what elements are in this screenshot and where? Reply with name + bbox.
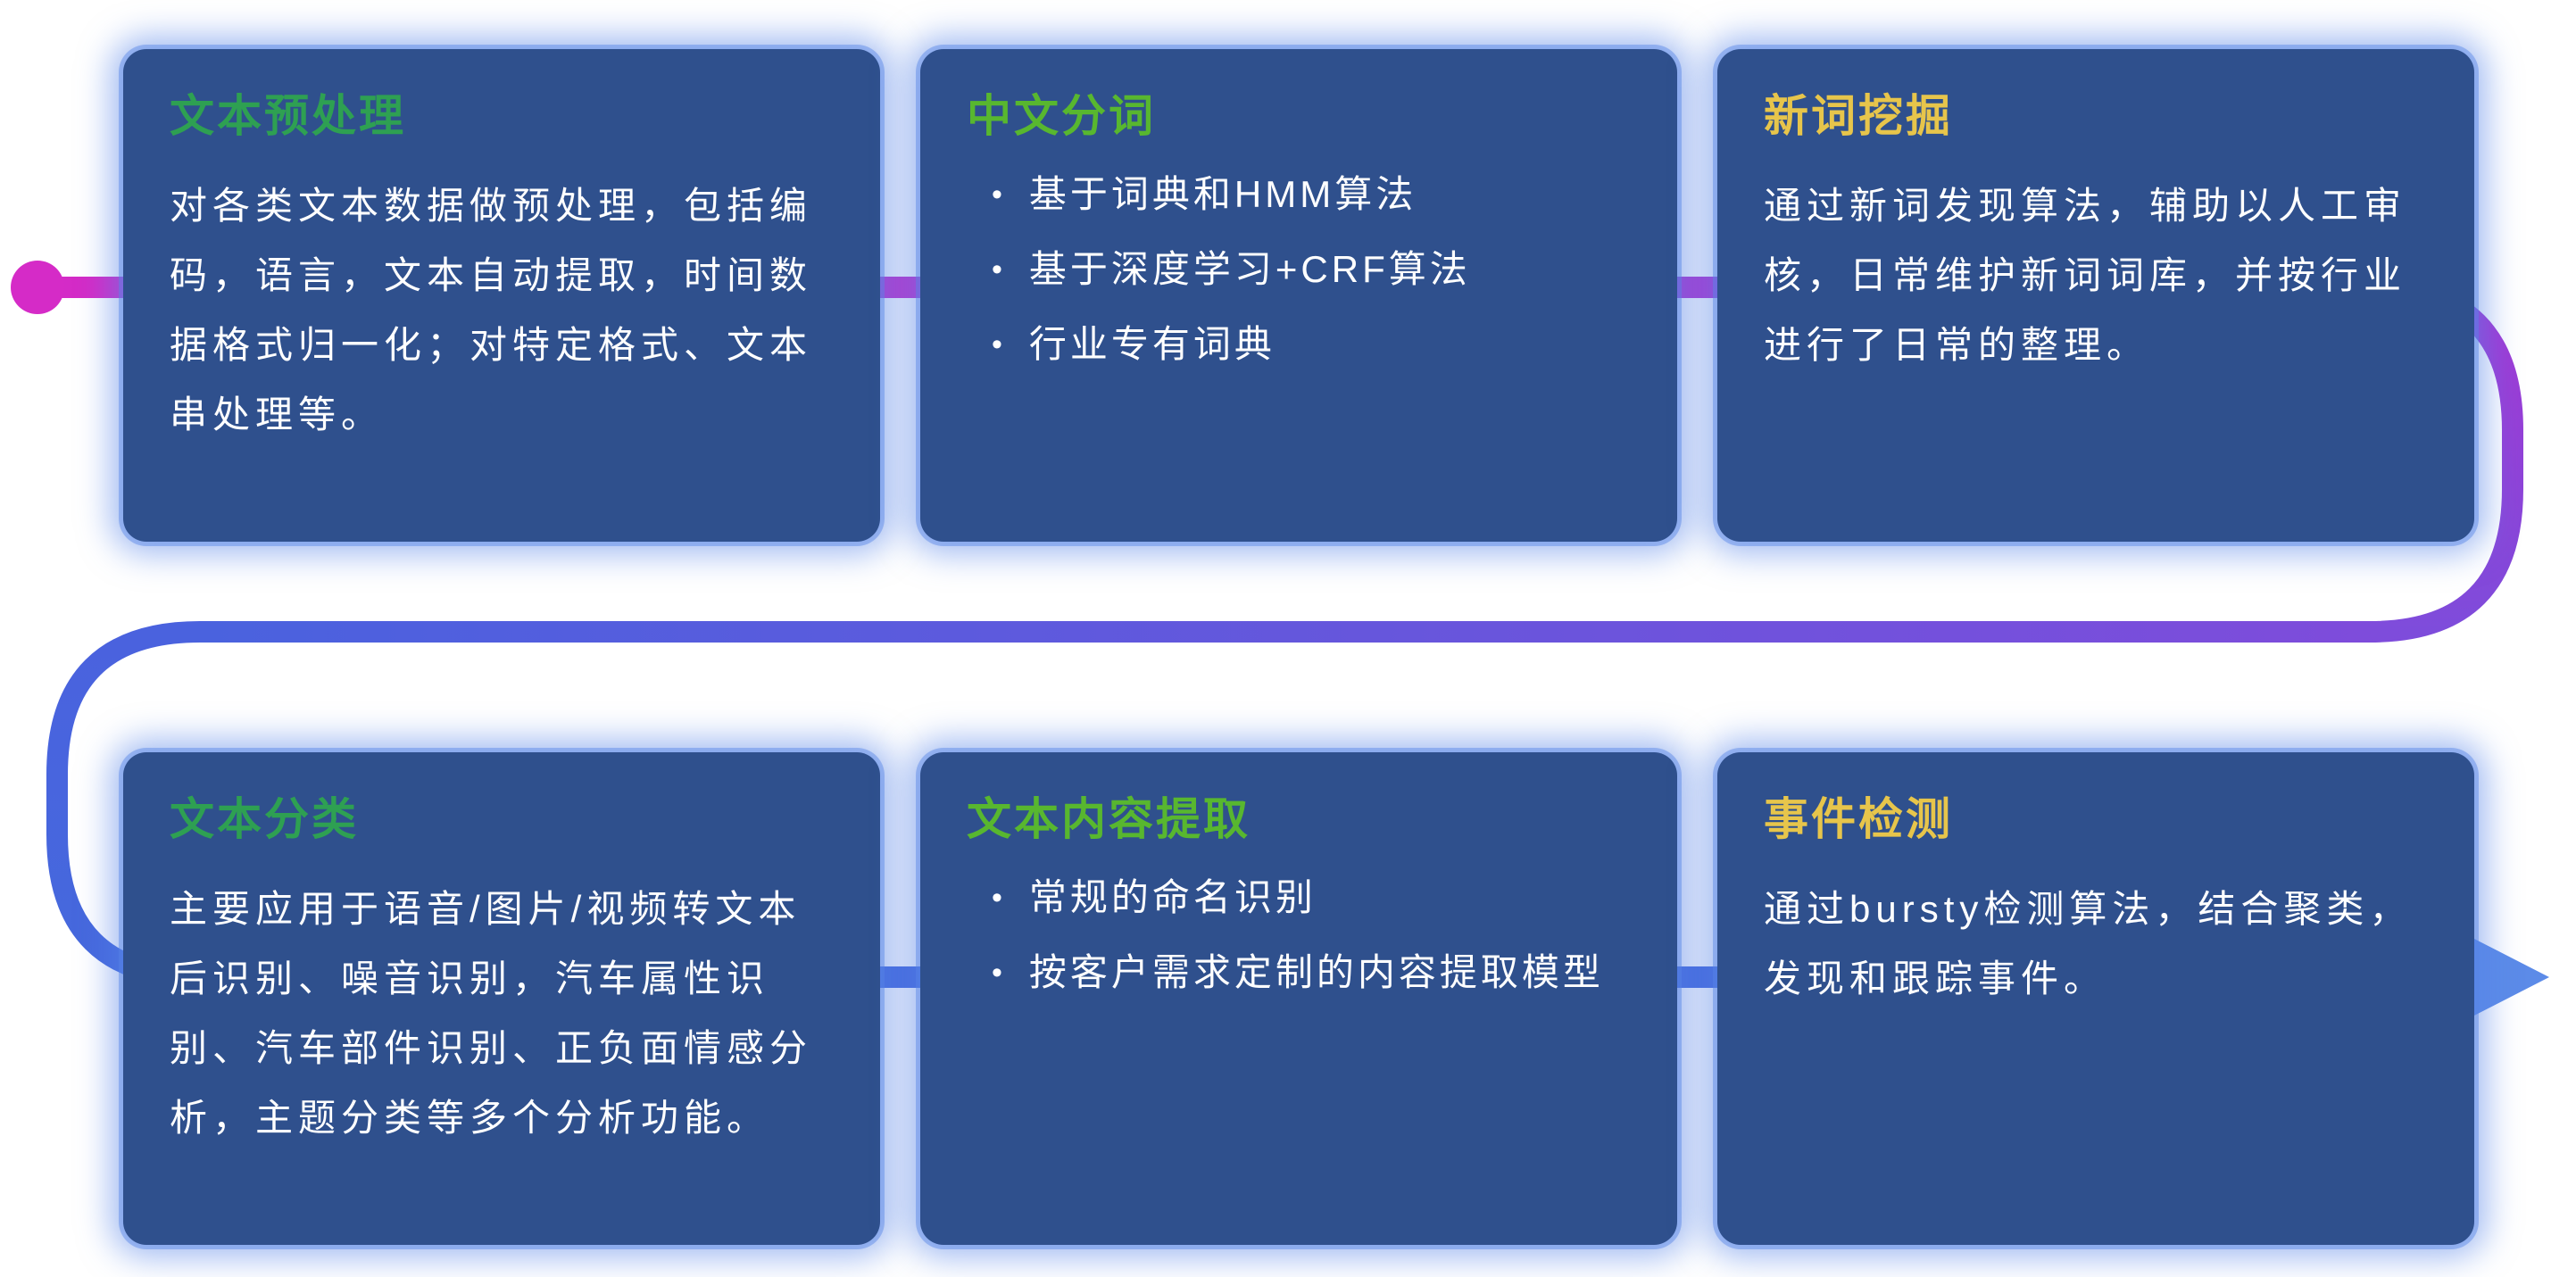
card-text-content-extraction: 文本内容提取 • 常规的命名识别 • 按客户需求定制的内容提取模型 bbox=[920, 752, 1677, 1245]
bullet-icon: • bbox=[992, 252, 1006, 286]
bullet-item: • 行业专有词典 bbox=[992, 321, 1631, 368]
bullet-text: 常规的命名识别 bbox=[1028, 875, 1317, 918]
card-body: 通过新词发现算法，辅助以人工审核，日常维护新词词库，并按行业进行了日常的整理。 bbox=[1764, 184, 2407, 366]
bullet-item: • 基于深度学习+CRF算法 bbox=[992, 246, 1631, 293]
card-title: 中文分词 bbox=[967, 91, 1156, 141]
bullet-icon: • bbox=[992, 955, 1006, 990]
flow-end-arrow-icon bbox=[2471, 937, 2549, 1017]
bullet-text: 基于深度学习+CRF算法 bbox=[1028, 247, 1471, 290]
flow-start-dot-icon bbox=[11, 261, 64, 314]
bullet-item: • 按客户需求定制的内容提取模型 bbox=[992, 949, 1631, 996]
card-text-classification: 文本分类 主要应用于语音/图片/视频转文本后识别、噪音识别，汽车属性识别、汽车部… bbox=[123, 752, 880, 1245]
bullet-item: • 基于词典和HMM算法 bbox=[992, 171, 1631, 218]
card-title: 文本预处理 bbox=[170, 91, 406, 141]
bullet-icon: • bbox=[992, 880, 1006, 915]
card-title: 事件检测 bbox=[1764, 794, 1953, 844]
bullet-icon: • bbox=[992, 327, 1006, 361]
card-body: 通过bursty检测算法，结合聚类，发现和跟踪事件。 bbox=[1764, 887, 2413, 999]
card-new-word-mining: 新词挖掘 通过新词发现算法，辅助以人工审核，日常维护新词词库，并按行业进行了日常… bbox=[1717, 49, 2474, 542]
card-body: 对各类文本数据做预处理，包括编码，语言，文本自动提取，时间数据格式归一化；对特定… bbox=[170, 184, 813, 435]
card-text-preprocessing: 文本预处理 对各类文本数据做预处理，包括编码，语言，文本自动提取，时间数据格式归… bbox=[123, 49, 880, 542]
card-bullet-list: • 基于词典和HMM算法 • 基于深度学习+CRF算法 • 行业专有词典 bbox=[967, 171, 1631, 368]
card-event-detection: 事件检测 通过bursty检测算法，结合聚类，发现和跟踪事件。 bbox=[1717, 752, 2474, 1245]
card-title: 文本内容提取 bbox=[967, 794, 1251, 844]
bullet-text: 按客户需求定制的内容提取模型 bbox=[1028, 950, 1604, 993]
card-title: 新词挖掘 bbox=[1764, 91, 1953, 141]
flow-segment-left-curve bbox=[46, 621, 201, 988]
card-chinese-word-segmentation: 中文分词 • 基于词典和HMM算法 • 基于深度学习+CRF算法 • 行业专有词… bbox=[920, 49, 1677, 542]
bullet-item: • 常规的命名识别 bbox=[992, 875, 1631, 921]
card-bullet-list: • 常规的命名识别 • 按客户需求定制的内容提取模型 bbox=[967, 875, 1631, 996]
card-title: 文本分类 bbox=[170, 794, 359, 844]
bullet-icon: • bbox=[992, 177, 1006, 211]
bullet-text: 基于词典和HMM算法 bbox=[1028, 172, 1417, 215]
card-body: 主要应用于语音/图片/视频转文本后识别、噪音识别，汽车属性识别、汽车部件识别、正… bbox=[170, 887, 813, 1139]
bullet-text: 行业专有词典 bbox=[1028, 322, 1276, 365]
